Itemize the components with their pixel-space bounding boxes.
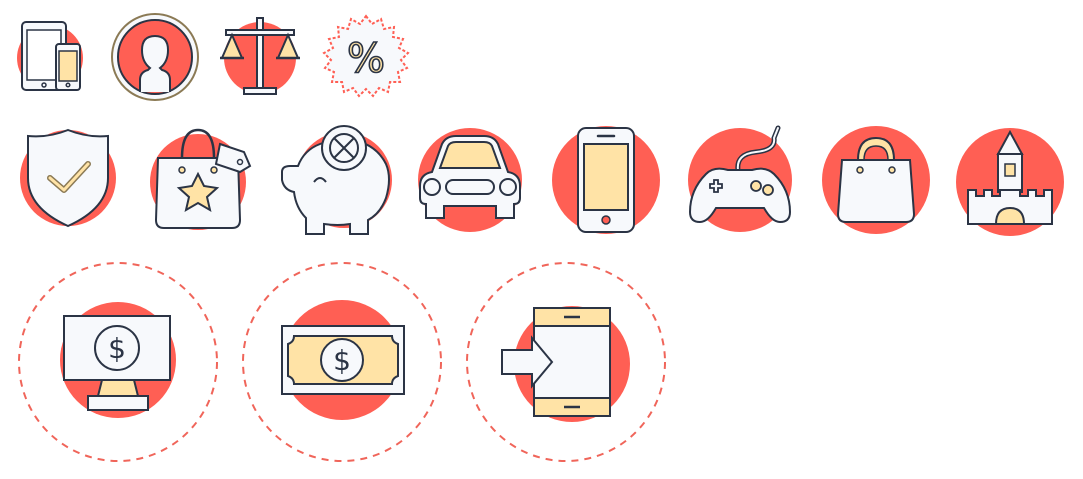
- shopping-bag-star-icon: [148, 124, 256, 234]
- car-icon: [414, 124, 526, 234]
- shield-check-icon: [16, 124, 120, 232]
- shopping-bag-icon: [820, 124, 932, 234]
- percent-sign: %: [347, 36, 385, 82]
- dollar-sign: $: [333, 344, 351, 377]
- phone-transfer-icon: [464, 260, 668, 464]
- banknote-icon: $: [240, 260, 444, 464]
- gamepad-icon: [686, 124, 798, 234]
- scales-icon: [214, 16, 306, 96]
- castle-icon: [954, 124, 1066, 236]
- smartphone-icon: [550, 124, 662, 234]
- user-profile-icon: [110, 12, 200, 102]
- piggy-bank-icon: [276, 120, 398, 240]
- dollar-sign: $: [108, 332, 126, 365]
- discount-badge-icon: %: [322, 14, 410, 100]
- devices-icon: [14, 18, 86, 94]
- monitor-dollar-icon: $: [16, 260, 220, 464]
